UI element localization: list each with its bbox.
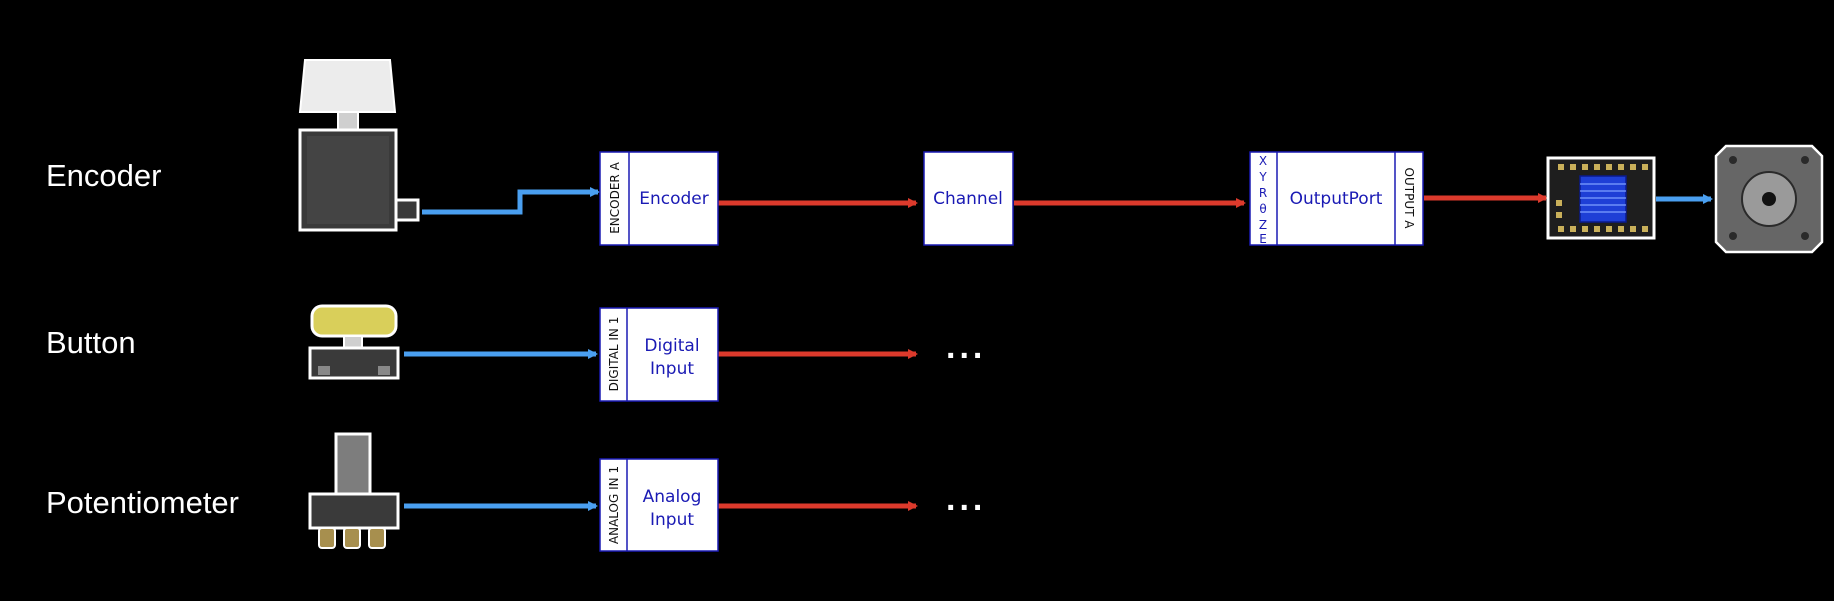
push-button-icon [308, 304, 400, 380]
axis-z-label: Z [1259, 218, 1267, 232]
digital-input-tab: DIGITAL IN 1 [607, 317, 621, 392]
encoder-block-title: Encoder [639, 189, 709, 209]
stepper-driver-chip-icon [1546, 156, 1656, 240]
channel-block: Channel [923, 151, 1014, 246]
analog-input-tab: ANALOG IN 1 [607, 466, 621, 544]
output-tab: OUTPUT A [1402, 168, 1416, 230]
encoder-input-tab: ENCODER A [608, 161, 622, 233]
row-label-potentiometer: Potentiometer [46, 485, 239, 520]
outputport-block-title: OutputPort [1290, 189, 1383, 209]
axis-theta-label: θ [1259, 202, 1266, 216]
axis-e-label: E [1259, 232, 1267, 246]
slide-potentiometer-icon [308, 432, 400, 549]
analog-input-title-line2: Input [650, 510, 694, 530]
encoder-wire [422, 187, 600, 215]
digital-input-title-line1: Digital [644, 336, 699, 356]
button-row-continuation: ... [946, 328, 986, 366]
axis-r-label: R [1259, 186, 1267, 200]
digital-input-block: DIGITAL IN 1 Digital Input [599, 307, 719, 402]
rotary-encoder-icon [298, 59, 420, 232]
analog-input-title-line1: Analog [643, 487, 702, 507]
analog-input-block: ANALOG IN 1 Analog Input [599, 458, 719, 552]
axis-x-label: X [1259, 154, 1267, 168]
outputport-block: X Y R θ Z E OutputPort OUTPUT A [1249, 151, 1424, 246]
stepper-motor-icon [1714, 144, 1824, 254]
axis-y-label: Y [1258, 170, 1267, 184]
row-label-encoder: Encoder [46, 158, 161, 193]
encoder-block: ENCODER A Encoder [599, 151, 719, 246]
digital-input-title-line2: Input [650, 359, 694, 379]
potentiometer-row-continuation: ... [946, 480, 986, 518]
channel-block-title: Channel [933, 189, 1003, 209]
row-label-button: Button [46, 325, 136, 360]
